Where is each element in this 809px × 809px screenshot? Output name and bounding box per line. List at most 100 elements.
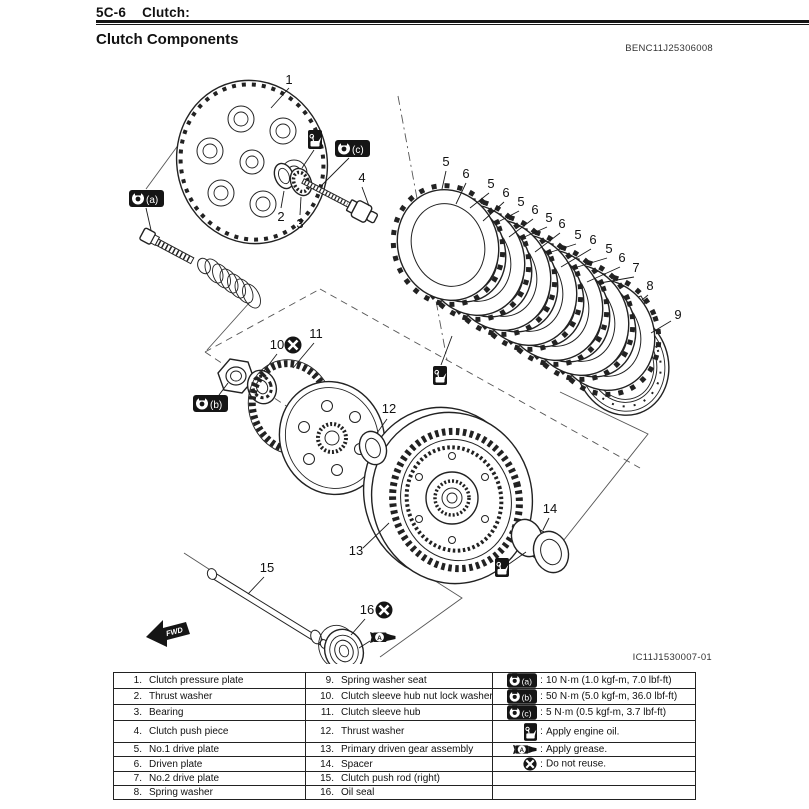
do-not-reuse-icon <box>375 601 393 619</box>
clutch-sleeve-hub <box>247 359 386 496</box>
callout-5: 5 <box>605 241 612 256</box>
svg-text:A: A <box>377 635 382 642</box>
clutch-push-piece <box>301 178 379 224</box>
stack-callouts: 5 6 5 6 5 6 5 6 5 6 5 6 7 8 9 <box>441 154 682 334</box>
grease-icon: A <box>497 744 537 756</box>
callout-5: 5 <box>487 176 494 191</box>
do-not-reuse-icon <box>284 336 302 354</box>
parts-row: 1.Clutch pressure plate 9.Spring washer … <box>113 672 696 689</box>
parts-row: 4.Clutch push piece 12.Thrust washer :Ap… <box>113 720 696 743</box>
svg-text:FWD: FWD <box>165 625 184 638</box>
svg-text:(b): (b) <box>522 692 533 702</box>
torque-a-icon: (a) <box>497 673 537 688</box>
part-cell: 10.Clutch sleeve hub nut lock washer <box>305 688 493 705</box>
callout-15: 15 <box>260 560 274 575</box>
callout-3: 3 <box>296 216 303 231</box>
svg-text:(a): (a) <box>146 195 158 206</box>
engine-oil-icon <box>497 722 537 741</box>
part-cell: 6.Driven plate <box>113 756 306 772</box>
parts-row: 3.Bearing 11.Clutch sleeve hub (c):5 N·m… <box>113 704 696 721</box>
oil-seal-group: 16 A <box>318 601 396 664</box>
parts-row: 7.No.2 drive plate 15.Clutch push rod (r… <box>113 771 696 786</box>
sleeve-hub-group: (b) 10 <box>193 326 386 496</box>
callout-9: 9 <box>674 307 681 322</box>
legend-cell: (c):5 N·m (0.5 kgf-m, 3.7 lbf-ft) <box>492 704 696 721</box>
grease-icon: A <box>370 632 396 643</box>
section-title: Clutch: <box>142 5 190 20</box>
oil-icon <box>495 558 509 577</box>
torque-c-icon: (c) <box>335 140 370 157</box>
part-cell: 15.Clutch push rod (right) <box>305 771 493 786</box>
callout-14: 14 <box>543 501 557 516</box>
torque-b-icon: (b) <box>193 395 228 412</box>
clutch-spring <box>197 257 261 309</box>
callout-6: 6 <box>502 185 509 200</box>
callout-16: 16 <box>360 602 374 617</box>
part-cell: 14.Spacer <box>305 756 493 772</box>
legend-cell: A:Apply grease. <box>492 742 696 757</box>
part-cell: 5.No.1 drive plate <box>113 742 306 757</box>
callout-6: 6 <box>462 166 469 181</box>
svg-text:(b): (b) <box>210 400 222 411</box>
oil-icon <box>308 130 322 149</box>
parts-row: 5.No.1 drive plate 13.Primary driven gea… <box>113 742 696 757</box>
do-not-reuse-icon <box>497 757 537 771</box>
torque-b-icon: (b) <box>497 689 537 704</box>
parts-row: 8.Spring washer 16.Oil seal <box>113 785 696 800</box>
torque-c-icon: (c) <box>497 705 537 720</box>
primary-driven-gear: 13 <box>349 406 534 585</box>
page-title: Clutch Components <box>96 31 239 48</box>
parts-legend-table: 1.Clutch pressure plate 9.Spring washer … <box>113 672 696 800</box>
part-cell: 8.Spring washer <box>113 785 306 800</box>
legend-cell: (a):10 N·m (1.0 kgf-m, 7.0 lbf-ft) <box>492 672 696 689</box>
part-cell: 2.Thrust washer <box>113 688 306 705</box>
callout-6: 6 <box>531 202 538 217</box>
clutch-plate-stack <box>390 183 662 397</box>
spring-bolt-assembly: (a) <box>129 190 261 309</box>
callout-11: 11 <box>309 326 323 341</box>
legend-cell: :Apply engine oil. <box>492 720 696 743</box>
clutch-exploded-diagram: (a) <box>129 72 682 664</box>
svg-text:(c): (c) <box>352 145 364 156</box>
callout-6: 6 <box>618 250 625 265</box>
callout-5: 5 <box>442 154 449 169</box>
parts-row: 6.Driven plate 14.Spacer :Do not reuse. <box>113 756 696 772</box>
washer-bearing-pushpiece: (c) 2 3 4 <box>273 130 379 231</box>
callout-10: 10 <box>270 337 284 352</box>
legend-cell: (b):50 N·m (5.0 kgf-m, 36.0 lbf-ft) <box>492 688 696 705</box>
legend-cell <box>492 771 696 786</box>
callout-7: 7 <box>632 260 639 275</box>
legend-cell: :Do not reuse. <box>492 756 696 772</box>
thrust-washer-12: 12 <box>358 401 396 466</box>
callout-5: 5 <box>574 227 581 242</box>
header-rule <box>96 20 809 25</box>
callout-1: 1 <box>285 72 292 87</box>
svg-text:(a): (a) <box>522 676 533 686</box>
part-cell: 9.Spring washer seat <box>305 672 493 689</box>
callout-12: 12 <box>382 401 396 416</box>
part-cell: 4.Clutch push piece <box>113 720 306 743</box>
clutch-pressure-plate: 1 <box>175 72 329 245</box>
part-cell: 11.Clutch sleeve hub <box>305 704 493 721</box>
part-cell: 16.Oil seal <box>305 785 493 800</box>
callout-2: 2 <box>277 209 284 224</box>
spring-bolt <box>139 227 195 265</box>
callout-13: 13 <box>349 543 363 558</box>
document-code: BENC11J25306008 <box>625 43 713 54</box>
part-cell: 13.Primary driven gear assembly <box>305 742 493 757</box>
parts-row: 2.Thrust washer 10.Clutch sleeve hub nut… <box>113 688 696 705</box>
section-code: 5C-6 <box>96 5 127 20</box>
callout-6: 6 <box>589 232 596 247</box>
callout-8: 8 <box>646 278 653 293</box>
callout-4: 4 <box>358 170 365 185</box>
callout-5: 5 <box>545 210 552 225</box>
svg-text:A: A <box>520 748 525 754</box>
clutch-push-rod: 15 <box>206 560 329 649</box>
callout-6: 6 <box>558 216 565 231</box>
part-cell: 12.Thrust washer <box>305 720 493 743</box>
fwd-arrow-icon: FWD <box>146 620 190 647</box>
page-header: 5C-6 Clutch: <box>96 5 190 20</box>
part-cell: 3.Bearing <box>113 704 306 721</box>
figure-code: IC11J1530007-01 <box>632 652 712 663</box>
